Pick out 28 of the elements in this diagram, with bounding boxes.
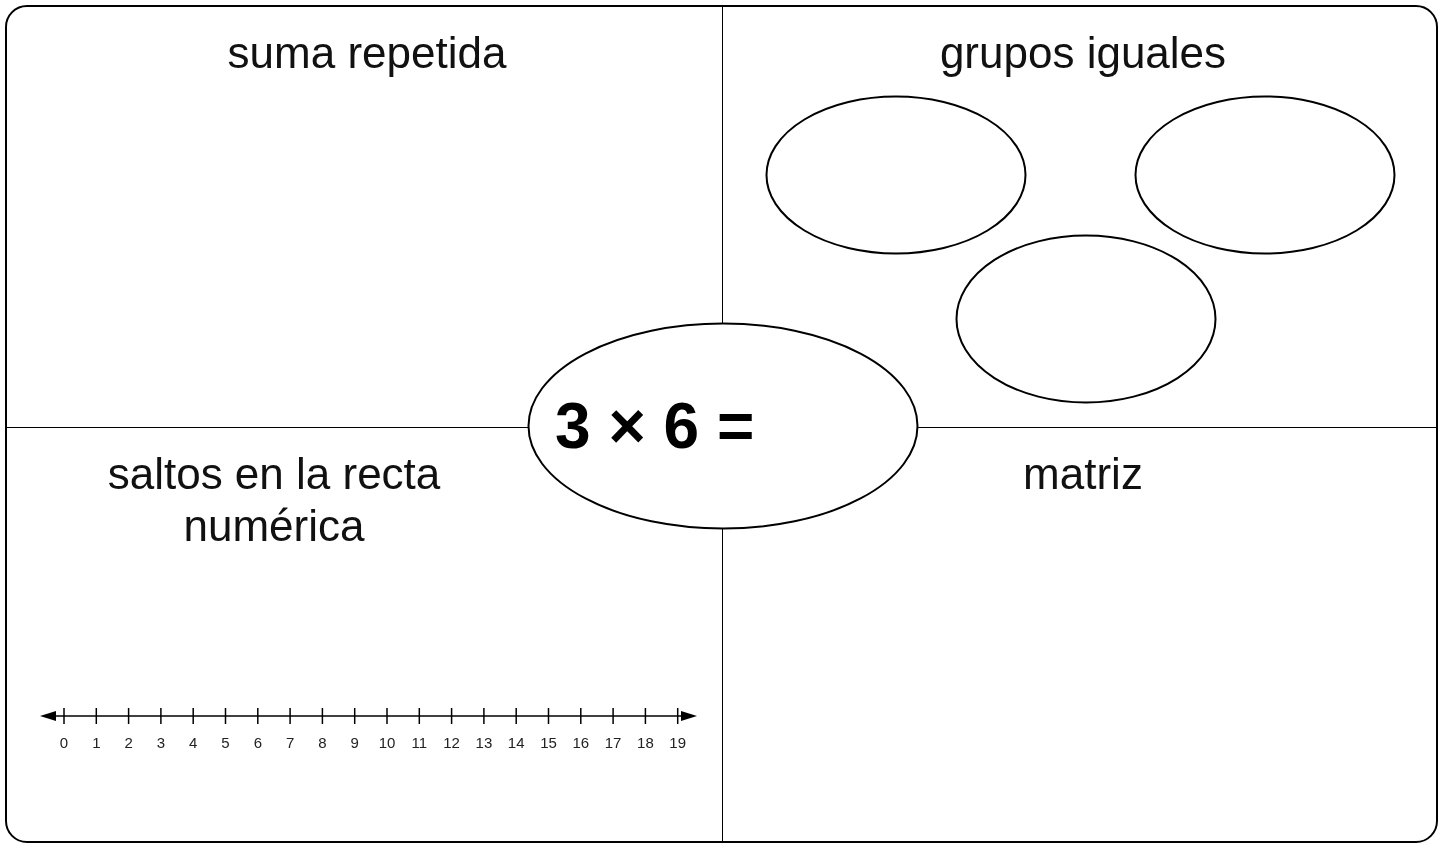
quadrant-heading: grupos iguales xyxy=(938,27,1228,79)
empty-group-ellipse xyxy=(765,95,1027,255)
empty-group-ellipse xyxy=(1134,95,1396,255)
tick-label: 16 xyxy=(571,734,591,751)
quadrant-heading: saltos en la recta numérica xyxy=(106,448,442,552)
tick-label: 8 xyxy=(317,734,328,751)
problem-ellipse: 3 × 6 = xyxy=(527,322,919,530)
tick-label: 18 xyxy=(636,734,655,751)
quadrant-heading: suma repetida xyxy=(226,27,508,79)
tick-label: 5 xyxy=(220,734,231,751)
tick-label: 9 xyxy=(349,734,360,751)
tick-label: 2 xyxy=(123,734,134,751)
quadrant-heading: matriz xyxy=(1022,448,1144,500)
tick-label: 12 xyxy=(442,734,461,751)
tick-label: 4 xyxy=(188,734,199,751)
tick-label: 17 xyxy=(603,734,623,751)
tick-label: 11 xyxy=(410,734,429,751)
empty-group-ellipse xyxy=(955,234,1217,404)
tick-label: 3 xyxy=(155,734,167,751)
tick-label: 15 xyxy=(539,734,558,751)
tick-label: 1 xyxy=(91,734,102,751)
tick-label: 0 xyxy=(58,734,70,751)
tick-label: 6 xyxy=(252,734,263,751)
tick-label: 14 xyxy=(506,734,526,751)
tick-label: 19 xyxy=(668,734,688,751)
tick-label: 10 xyxy=(377,734,397,751)
tick-label: 13 xyxy=(474,734,494,751)
tick-label: 7 xyxy=(284,734,296,751)
